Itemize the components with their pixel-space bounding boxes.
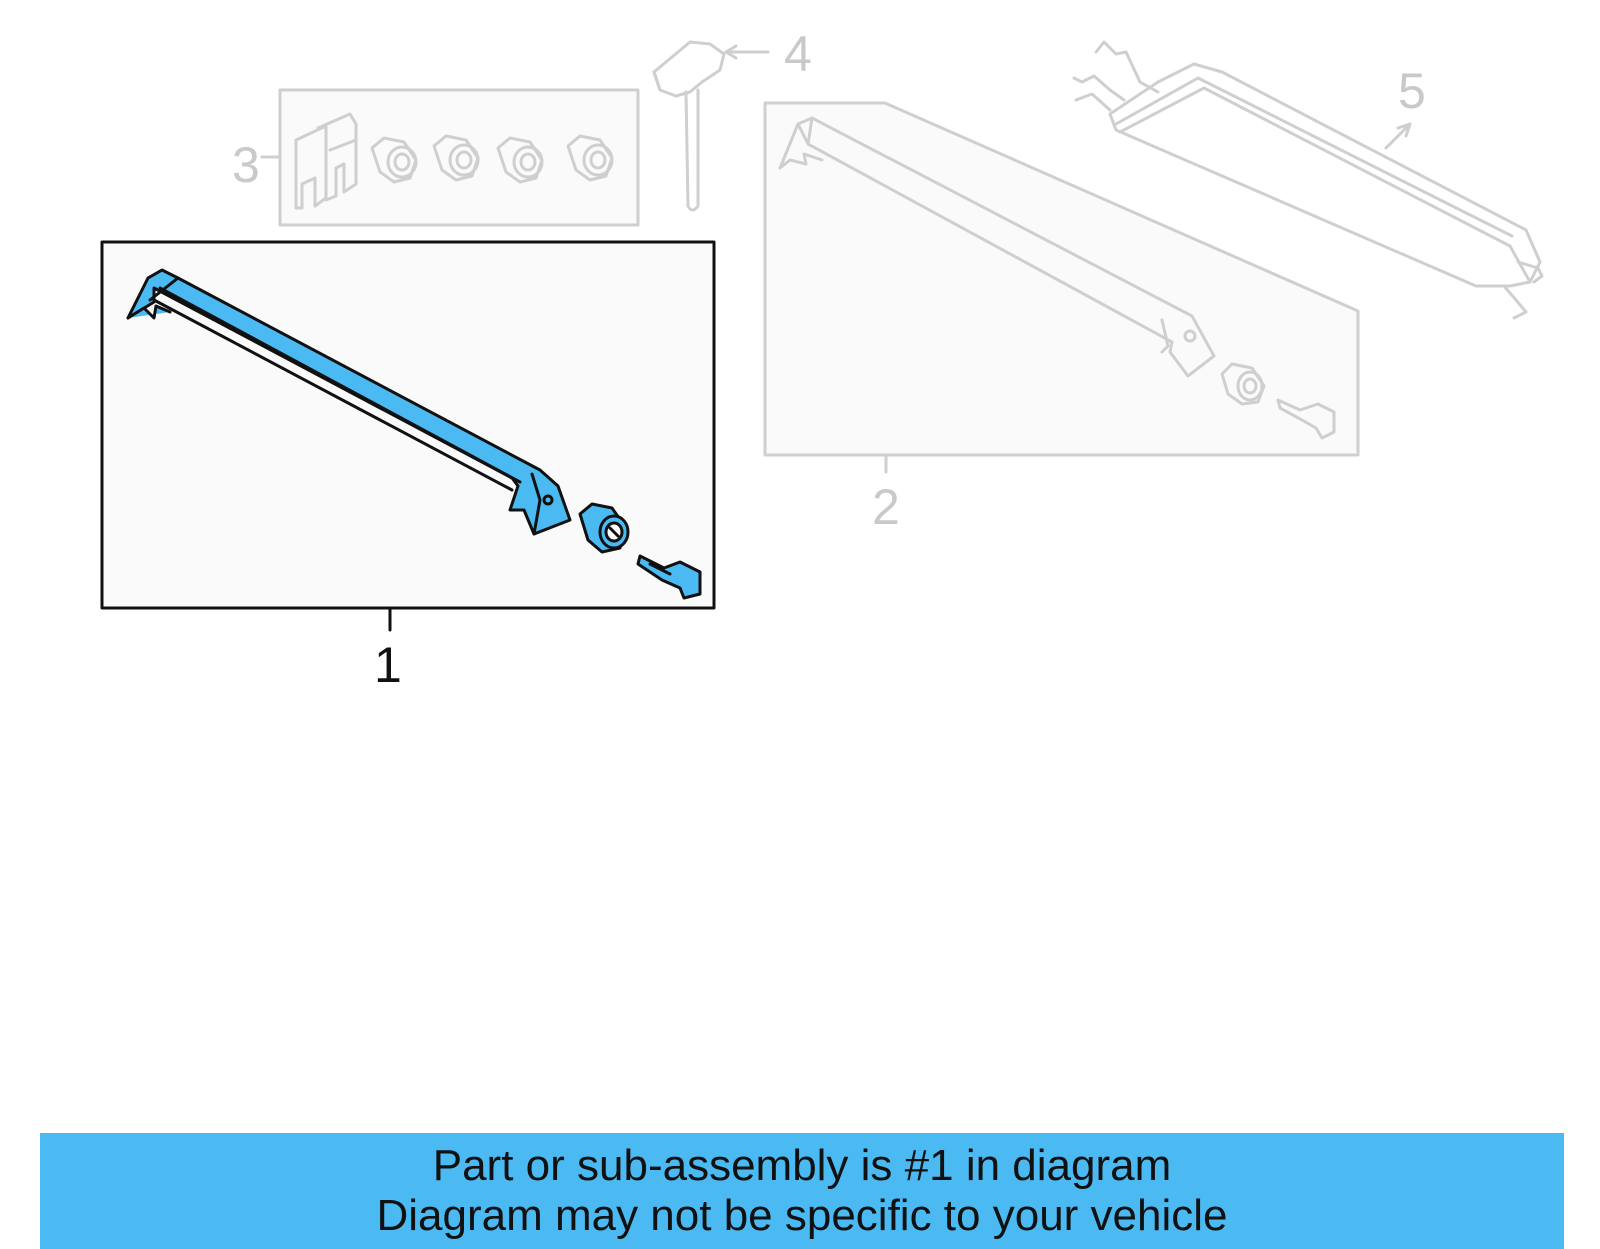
part-2-crossbar	[763, 101, 1360, 474]
banner-line-1: Part or sub-assembly is #1 in diagram	[432, 1141, 1172, 1190]
part-3-lock-set	[260, 88, 640, 227]
callout-2: 2	[872, 479, 900, 535]
callout-1: 1	[374, 637, 402, 693]
part-5-cargo-cover	[1072, 40, 1544, 320]
callout-3: 3	[232, 137, 260, 193]
callout-4: 4	[784, 26, 812, 82]
callout-5: 5	[1398, 63, 1426, 119]
info-banner: Part or sub-assembly is #1 in diagram Di…	[40, 1133, 1564, 1249]
banner-line-2: Diagram may not be specific to your vehi…	[376, 1191, 1228, 1240]
part-4-wrench	[652, 40, 770, 212]
part-1-crossbar-assembly	[100, 240, 716, 632]
